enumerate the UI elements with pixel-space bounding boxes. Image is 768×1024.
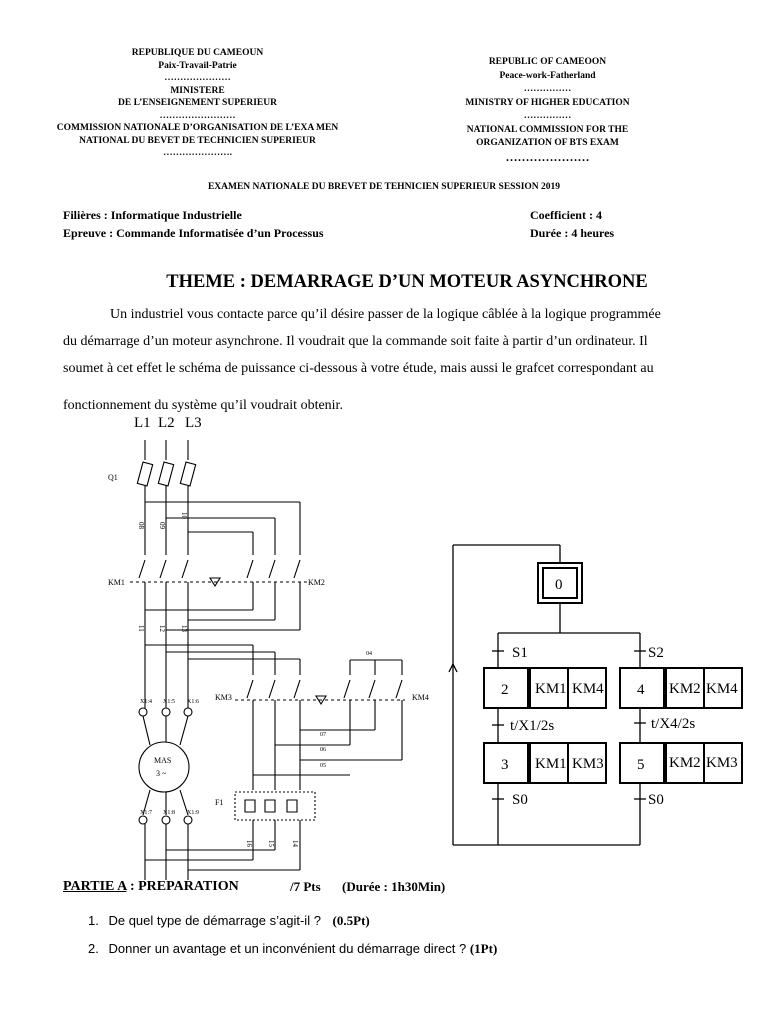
grafcet-step-number: 5 [637, 757, 645, 773]
question-text: De quel type de démarrage s’agit-il ? [108, 913, 321, 928]
terminal-label: X1:9 [187, 810, 199, 816]
duree: Durée : 4 heures [530, 226, 615, 240]
partie-a-points: /7 Pts [290, 879, 321, 894]
grafcet-step-number: 3 [501, 757, 509, 773]
exam-title: EXAMEN NATIONALE DU BREVET DE TEHNICIEN … [207, 182, 561, 192]
grafcet-transition-label: S0 [512, 792, 528, 808]
intro-line: Un industriel vous contacte parce qu’il … [110, 307, 661, 322]
header-fr-line: DE L’ENSEIGNEMENT SUPERIEUR [118, 98, 277, 108]
phase-label: L1 [134, 415, 151, 431]
header-english: REPUBLIC OF CAMEOON Peace-work-Fatherlan… [440, 56, 655, 164]
grafcet-action: KM4 [706, 681, 738, 697]
header-fr-line: Paix-Travail-Patrie [158, 60, 237, 71]
km3-label: KM3 [215, 693, 232, 702]
terminal-label: X1:5 [163, 699, 175, 705]
terminal-label: X1:6 [187, 699, 199, 705]
grafcet-step-number: 4 [637, 682, 645, 698]
header-en-line: Peace-work-Fatherland [499, 70, 596, 81]
wire-label: 05 [320, 763, 326, 769]
grafcet-action: KM4 [572, 681, 604, 697]
epreuve: Epreuve : Commande Informatisée d’un Pro… [63, 226, 324, 241]
grafcet-action: KM1 [535, 681, 567, 697]
question-points: (1Pt) [469, 941, 498, 956]
wire-label: 12 [158, 625, 166, 633]
intro-line: fonctionnement du système qu’il voudrait… [63, 398, 343, 413]
header-en-line: …………… [523, 111, 572, 121]
header-fr-line: ………………… [164, 73, 231, 83]
grafcet-step-number: 0 [555, 577, 563, 593]
motor-label: 3 ~ [156, 769, 167, 778]
theme-title: THEME : DEMARRAGE D’UN MOTEUR ASYNCHRONE [166, 272, 648, 292]
header-fr-line: COMMISSION NATIONALE D’ORGANISATION DE L… [56, 123, 339, 133]
header-fr-line: NATIONAL DU BEVET DE TECHNICIEN SUPERIEU… [79, 135, 316, 146]
filiere: Filières : Informatique Industrielle [63, 208, 242, 222]
wire-label: 07 [320, 732, 326, 738]
partie-a-title: PARTIE A [63, 879, 127, 894]
question-number: 1. [88, 913, 99, 928]
intro-line: soumet à cet effet le schéma de puissanc… [63, 361, 654, 376]
wire-label: 10 [180, 512, 188, 520]
grafcet-action: KM2 [669, 681, 701, 697]
question-text: Donner un avantage et un inconvénient du… [108, 941, 467, 956]
header-en-line: NATIONAL COMMISSION FOR THE [466, 124, 629, 135]
terminal-label: X1:4 [140, 699, 152, 705]
wire-label: 11 [137, 625, 145, 632]
epreuve-value: : Commande Informatisée d’un Processus [106, 226, 324, 240]
wire-label: 13 [180, 625, 188, 633]
grafcet-transition-label: S2 [648, 645, 664, 661]
header-en-line: MINISTRY OF HIGHER EDUCATION [465, 97, 630, 108]
coefficient: Coefficient : 4 [530, 208, 602, 222]
wire-label: 15 [267, 840, 275, 848]
question-number: 2. [88, 941, 99, 956]
km2-label: KM2 [308, 578, 325, 587]
header-en-line: …………… [523, 84, 572, 94]
wire-label: 06 [320, 747, 326, 753]
wire-label: 09 [158, 522, 166, 530]
terminal-label: X1:7 [140, 810, 152, 816]
header-fr-line: …………………… [159, 110, 236, 121]
header-en-line: REPUBLIC OF CAMEOON [488, 57, 607, 67]
terminal-label: X1:8 [163, 810, 175, 816]
motor-label: MAS [154, 756, 171, 765]
header-fr-line: …………………. [163, 148, 232, 158]
phase-label: L2 [158, 415, 175, 431]
km1-label: KM1 [108, 578, 125, 587]
km4-label: KM4 [412, 693, 429, 702]
wire-label: 08 [137, 522, 145, 530]
grafcet-transition-label: S0 [648, 792, 664, 808]
grafcet-action: KM2 [669, 755, 701, 771]
header-fr-line: REPUBLIQUE DU CAMEOUN [131, 48, 264, 58]
partie-a-duration: (Durée : 1h30Min) [342, 879, 446, 894]
header-en-line: ORGANIZATION OF BTS EXAM [476, 138, 619, 148]
epreuve-label: Epreuve [63, 226, 107, 240]
question-item: 1. De quel type de démarrage s’agit-il ?… [88, 913, 370, 929]
wire-label: 04 [366, 651, 372, 657]
grafcet-action: KM3 [572, 756, 604, 772]
grafcet-transition-label: t/X4/2s [651, 716, 695, 732]
f1-label: F1 [215, 798, 223, 807]
grafcet-diagram: 0 S1 S2 2 KM1 KM4 4 KM2 KM4 t/X1/2s t/X4… [448, 544, 743, 846]
grafcet-action: KM1 [535, 756, 567, 772]
partie-a-heading: PARTIE A : PREPARATION [63, 879, 239, 895]
wire-label: 14 [291, 840, 299, 848]
header-french: REPUBLIQUE DU CAMEOUN Paix-Travail-Patri… [40, 47, 355, 160]
wire-label: 16 [245, 840, 253, 848]
partie-a-sub: : PREPARATION [126, 879, 239, 894]
intro-line: du démarrage d’un moteur asynchrone. Il … [63, 334, 648, 349]
header-en-line: ………………… [505, 149, 590, 164]
grafcet-transition-label: t/X1/2s [510, 718, 554, 734]
question-points: (0.5Pt) [332, 913, 370, 928]
grafcet-step-number: 2 [501, 682, 509, 698]
q1-label: Q1 [108, 473, 118, 482]
power-schematic: L1 L2 L3 Q1 KM1 KM2 KM3 KM4 F1 MAS 3 ~ X… [108, 415, 429, 880]
phase-label: L3 [185, 415, 202, 431]
header-fr-line: MINISTERE [170, 85, 225, 96]
grafcet-action: KM3 [706, 755, 738, 771]
grafcet-transition-label: S1 [512, 645, 528, 661]
question-item: 2. Donner un avantage et un inconvénient… [88, 941, 497, 957]
